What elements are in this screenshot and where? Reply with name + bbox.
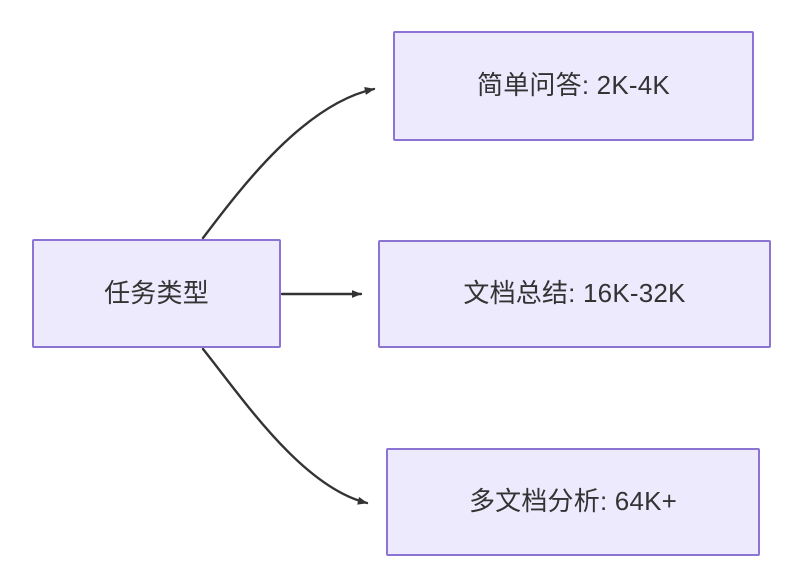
node-doc-summary[interactable]: 文档总结: 16K-32K — [378, 240, 771, 348]
node-multi-doc-analysis-label: 多文档分析: 64K+ — [468, 486, 678, 517]
node-simple-qa-label: 简单问答: 2K-4K — [477, 70, 670, 101]
node-task-type[interactable]: 任务类型 — [32, 239, 281, 348]
node-multi-doc-analysis[interactable]: 多文档分析: 64K+ — [386, 448, 760, 556]
edge-task-type-to-multi-doc-analysis — [201, 347, 369, 505]
node-task-type-label: 任务类型 — [104, 277, 209, 308]
edge-task-type-to-simple-qa — [201, 87, 376, 240]
node-doc-summary-label: 文档总结: 16K-32K — [463, 278, 686, 309]
node-simple-qa[interactable]: 简单问答: 2K-4K — [393, 31, 754, 141]
